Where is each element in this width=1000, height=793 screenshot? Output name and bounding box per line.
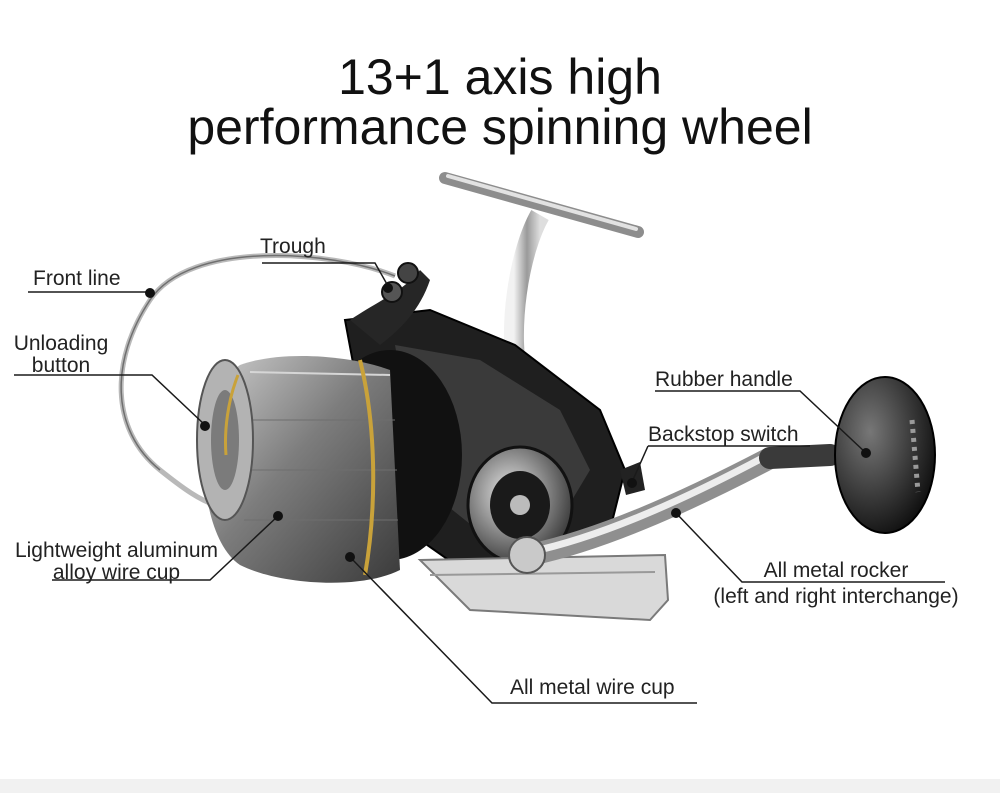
title-line-1: 13+1 axis high	[338, 48, 662, 105]
spool-group	[196, 350, 462, 583]
leader-lines	[14, 262, 945, 704]
title-line-2: performance spinning wheel	[187, 98, 813, 155]
spool	[204, 355, 400, 583]
page-title: 13+1 axis high performance spinning whee…	[0, 52, 1000, 152]
rubber-knob	[834, 376, 936, 534]
label-backstop-switch: Backstop switch	[648, 423, 799, 446]
label-unloading-line1: Unloading	[13, 332, 109, 355]
label-lightweight-line2: alloy wire cup	[52, 561, 181, 584]
bottom-band	[0, 779, 1000, 793]
leader-dots	[145, 283, 871, 562]
label-front-line: Front line	[33, 267, 121, 290]
label-lightweight-line1: Lightweight aluminum	[14, 539, 219, 562]
label-rubber-handle: Rubber handle	[655, 368, 793, 391]
reel-foot	[417, 553, 670, 622]
label-lightweight-wire-cup: Lightweight aluminum alloy wire cup	[4, 540, 229, 584]
label-trough: Trough	[260, 235, 326, 258]
label-unloading-line2: button	[31, 354, 91, 377]
label-rocker-line2: (left and right interchange)	[713, 585, 959, 608]
label-rocker-line1: All metal rocker	[763, 559, 909, 582]
label-all-metal-wire-cup: All metal wire cup	[510, 676, 675, 699]
label-unloading-button: Unloading button	[6, 333, 116, 377]
label-all-metal-rocker: All metal rocker (left and right interch…	[700, 560, 972, 608]
